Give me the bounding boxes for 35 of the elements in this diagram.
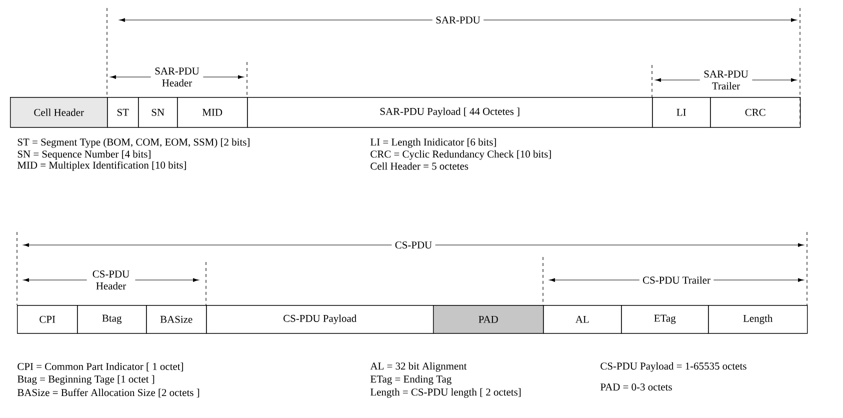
field-cell: Cell Header xyxy=(10,97,108,128)
note-text: Btag = Beginning Tage [1 octet ] xyxy=(18,375,154,385)
dimension-line: SAR-PDU Trailer xyxy=(655,68,797,92)
field-cell: CPI xyxy=(17,305,78,334)
field-cell: SN xyxy=(138,97,178,128)
dimension-line: CS-PDU xyxy=(23,238,804,252)
field-cell: PAD xyxy=(433,305,544,334)
field-cell: AL xyxy=(543,305,622,334)
note-text: PAD = 0-3 octets xyxy=(600,383,672,391)
note-text: CS-PDU Payload = 1-65535 octets xyxy=(600,362,746,372)
note-text: ETag = Ending Tag xyxy=(370,375,452,385)
field-cell: Length xyxy=(708,305,808,334)
note-text: CPI = Common Part Indicator [ 1 octet] xyxy=(18,362,183,372)
note-text: Length = CS-PDU length [ 2 octets] xyxy=(370,388,521,398)
note-text: BASize = Buffer Allocation Size [2 octets ] xyxy=(18,388,200,398)
note-text: Cell Header = 5 octetes xyxy=(370,162,468,170)
field-cell: LI xyxy=(652,97,711,128)
field-cell: Btag xyxy=(77,305,147,334)
dimension-line: SAR-PDU xyxy=(119,14,797,26)
field-cell: CRC xyxy=(710,97,801,128)
note-text: CRC = Cyclic Redundancy Check [10 bits] xyxy=(370,150,551,160)
field-cell: MID xyxy=(177,97,248,128)
field-cell: CS-PDU Payload xyxy=(206,305,434,334)
note-text: LI = Length Inidicator [6 bits] xyxy=(370,138,496,148)
note-text: SN = Sequence Number [4 bits] xyxy=(18,150,150,160)
dimension-line: CS-PDU Header xyxy=(23,268,199,292)
dimension-line: SAR-PDU Header xyxy=(110,64,244,90)
dimension-line: CS-PDU Trailer xyxy=(549,273,804,287)
field-cell: ETag xyxy=(621,305,709,334)
note-text: MID = Multiplex Identification [10 bits] xyxy=(18,161,186,171)
note-text: ST = Segment Type (BOM, COM, EOM, SSM) [2 bits] xyxy=(18,138,250,148)
note-text: AL = 32 bit Alignment xyxy=(370,362,467,372)
field-cell: ST xyxy=(107,97,139,128)
field-cell: BASize xyxy=(146,305,207,334)
field-cell: SAR-PDU Payload [ 44 Octetes ] xyxy=(247,97,653,128)
